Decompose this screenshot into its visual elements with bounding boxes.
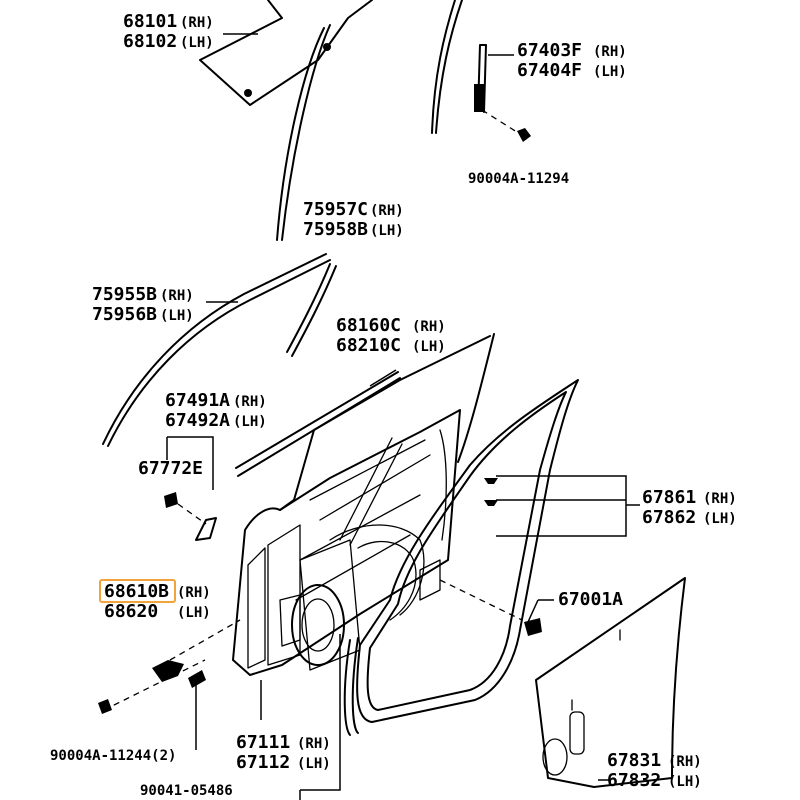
label-90004a-11244[interactable]: 90004A-11244(2) [50, 748, 176, 764]
label-67112[interactable]: 67112 (LH) [236, 752, 331, 773]
part-number: 67831 [607, 750, 661, 771]
part-number: 75955B [92, 284, 157, 305]
part-number: 90041-05486 [140, 783, 233, 799]
part-number: 67112 [236, 752, 290, 773]
leader-lines [166, 33, 640, 800]
part-number: 67862 [642, 507, 696, 528]
label-67001a[interactable]: 67001A [558, 589, 623, 610]
label-67404f[interactable]: 67404F (LH) [517, 60, 627, 81]
label-90004a-11294[interactable]: 90004A-11294 [468, 171, 569, 187]
part-number: 67772E [138, 458, 203, 479]
screw-90004a-11244-icon [98, 699, 112, 714]
clip-67001a-icon [524, 618, 542, 636]
part-number: 67111 [236, 732, 290, 753]
label-67832[interactable]: 67832 (LH) [607, 770, 702, 791]
door-glass [199, 0, 373, 106]
part-number: 68610B [104, 581, 169, 602]
front-door-panel [232, 333, 495, 676]
label-75958b[interactable]: 75958B (LH) [303, 219, 404, 240]
lower-hinge-68610b [152, 660, 206, 688]
part-side: (RH) [593, 44, 627, 60]
belt-moulding-75955b [102, 253, 331, 447]
label-67831[interactable]: 67831 (RH) [607, 750, 702, 771]
label-90041-05486[interactable]: 90041-05486 [140, 783, 233, 799]
part-number: 67491A [165, 390, 230, 411]
screw-90004a-11294-icon [517, 128, 531, 142]
label-75956b[interactable]: 75956B (LH) [92, 304, 194, 325]
division-strip [286, 263, 337, 357]
label-68610b[interactable]: 68610B (RH) [104, 581, 211, 602]
part-number: 68102 [123, 31, 177, 52]
part-side: (LH) [233, 414, 267, 430]
part-number: 67492A [165, 410, 230, 431]
part-number: 90004A-11294 [468, 171, 569, 187]
label-67862[interactable]: 67862 (LH) [642, 507, 737, 528]
hinge-bracket-67772e [164, 492, 217, 541]
part-number: 68160C [336, 315, 401, 336]
rear-lower-sash [474, 44, 487, 113]
lower-door-seal [343, 637, 359, 736]
part-side: (RH) [177, 585, 211, 601]
run-channel-strip [431, 0, 463, 134]
part-number: 67404F [517, 60, 582, 81]
label-68160c[interactable]: 68160C (RH) [336, 315, 446, 336]
part-number: 67001A [558, 589, 623, 610]
part-side: (LH) [668, 774, 702, 790]
label-68102[interactable]: 68102 (LH) [123, 31, 214, 52]
part-side: (RH) [233, 394, 267, 410]
dashed-leaders [103, 109, 523, 711]
highlight-68610b [99, 579, 176, 603]
clip-icons [484, 478, 498, 506]
part-side: (RH) [160, 288, 194, 304]
part-side: (RH) [412, 319, 446, 335]
label-67772e[interactable]: 67772E [138, 458, 203, 479]
part-number: 68620 [104, 601, 158, 622]
label-68210c[interactable]: 68210C (LH) [336, 335, 446, 356]
label-67861[interactable]: 67861 (RH) [642, 487, 737, 508]
label-67111[interactable]: 67111 (RH) [236, 732, 331, 753]
label-68101[interactable]: 68101 (RH) [123, 11, 214, 32]
part-number: 68101 [123, 11, 177, 32]
part-side: (LH) [297, 756, 331, 772]
label-67492a[interactable]: 67492A (LH) [165, 410, 267, 431]
part-number: 90004A-11244(2) [50, 748, 176, 764]
part-number: 67403F [517, 40, 582, 61]
label-67403f[interactable]: 67403F (RH) [517, 40, 627, 61]
label-68620[interactable]: 68620 (LH) [104, 601, 211, 622]
frame-moulding-75957c [276, 24, 331, 241]
part-side: (LH) [160, 308, 194, 324]
part-number: 67861 [642, 487, 696, 508]
part-number: 75958B [303, 219, 368, 240]
part-side: (RH) [180, 15, 214, 31]
part-side: (LH) [180, 35, 214, 51]
part-side: (LH) [177, 605, 211, 621]
part-number: 68210C [336, 335, 401, 356]
part-side: (LH) [412, 339, 446, 355]
label-75957c[interactable]: 75957C (RH) [303, 199, 404, 220]
part-side: (RH) [370, 203, 404, 219]
label-67491a[interactable]: 67491A (RH) [165, 390, 267, 411]
part-side: (RH) [297, 736, 331, 752]
part-side: (RH) [703, 491, 737, 507]
part-side: (LH) [703, 511, 737, 527]
part-side: (RH) [668, 754, 702, 770]
part-side: (LH) [370, 223, 404, 239]
part-side: (LH) [593, 64, 627, 80]
service-hole-cover-67831 [535, 577, 686, 788]
part-number: 75957C [303, 199, 368, 220]
label-75955b[interactable]: 75955B (RH) [92, 284, 194, 305]
part-number: 75956B [92, 304, 157, 325]
door-weatherstrip-67861 [356, 379, 579, 723]
part-number: 67832 [607, 770, 661, 791]
